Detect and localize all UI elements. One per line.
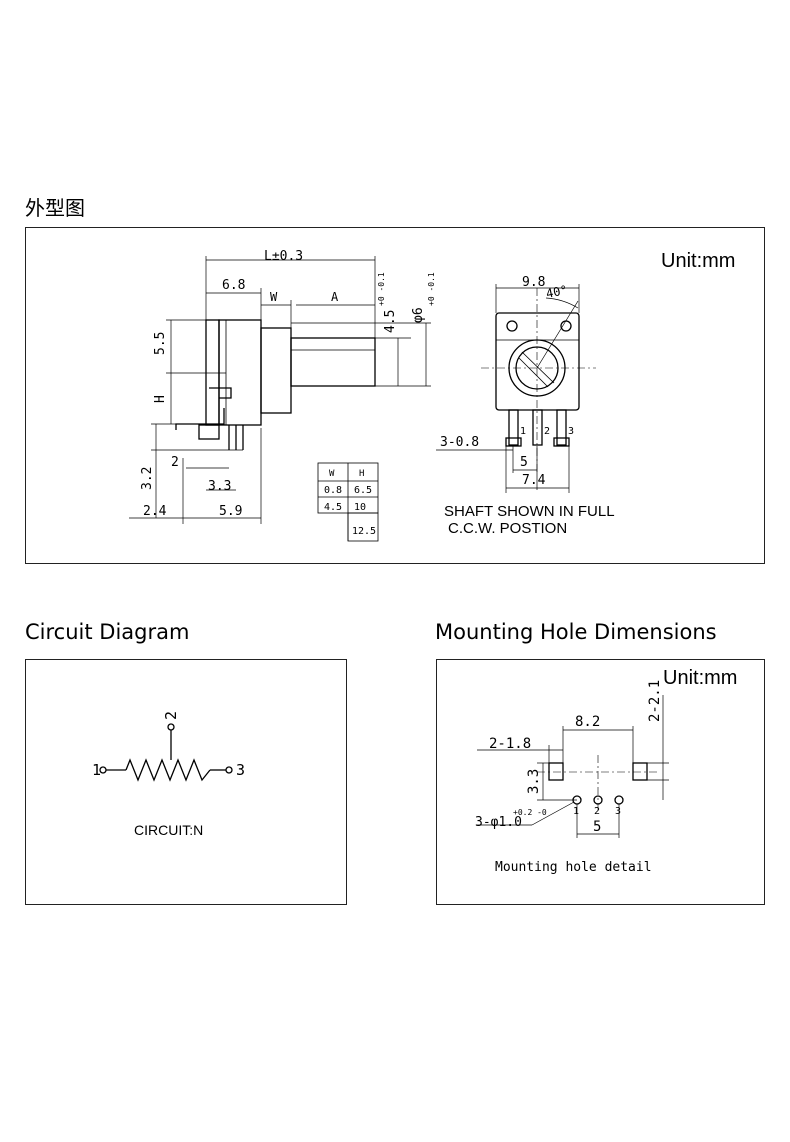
note-line-1: SHAFT SHOWN IN FULL (444, 503, 615, 520)
front-foot-1 (505, 437, 522, 447)
outline-drawing: L±0.3 6.8 W A 5.5 H 3.2 2 3.3 2.4 5.9 4.… (129, 249, 735, 542)
housing-body (218, 319, 262, 426)
pcb-hole-2 (593, 795, 603, 805)
resistor-zigzag (125, 758, 211, 782)
table-cell: 4.5 (324, 502, 342, 513)
pin-label-3: 3 (568, 426, 574, 437)
wh-table (317, 462, 379, 542)
bushing (260, 327, 292, 414)
note-line-2: C.C.W. POSTION (448, 520, 567, 537)
bracket-leg (209, 387, 232, 399)
mount-dim-2-2-1: 2-2.1 (647, 680, 663, 722)
dim-3-2: 3.2 (140, 467, 155, 490)
pcb-hole-3 (614, 795, 624, 805)
tol-4-5: +0 -0.1 (377, 272, 386, 306)
mount-slot-right (632, 762, 648, 781)
table-cell: 0.8 (324, 485, 342, 496)
circuit-pin-2: 2 (162, 711, 180, 720)
table-header-h: H (359, 469, 364, 479)
front-dimensions (436, 284, 580, 493)
outline-drawing-panel: L±0.3 6.8 W A 5.5 H 3.2 2 3.3 2.4 5.9 4.… (25, 227, 765, 564)
front-pin-3 (556, 409, 567, 446)
dim-pins: 3-0.8 (440, 435, 479, 450)
dim-5-9: 5.9 (219, 504, 242, 519)
terminal-left (175, 408, 225, 430)
dim-7-4: 7.4 (522, 473, 546, 488)
dim-a: A (331, 290, 339, 304)
table-header-w: W (329, 469, 335, 479)
side-view (175, 319, 376, 450)
dim-4-5: 4.5 (383, 310, 398, 333)
terminal-3 (225, 766, 233, 774)
mount-dim-holes-tol: +0.2 -0 (513, 808, 547, 817)
circuit-diagram-panel: 1 2 3 CIRCUIT:N (25, 659, 347, 905)
front-view (481, 288, 596, 473)
dim-length: L±0.3 (264, 249, 303, 264)
dim-angle: 40° (545, 283, 569, 301)
mount-hole-left (506, 320, 518, 332)
dim-h: H (153, 395, 168, 403)
table-cell: 6.5 (354, 485, 372, 496)
dim-phi-6: φ6 (411, 307, 426, 323)
mount-dimensions (477, 695, 669, 838)
front-pin-1 (508, 409, 519, 446)
outline-drawing-title: 外型图 (25, 196, 85, 220)
mount-dim-3-3: 3.3 (526, 769, 542, 794)
circuit-schematic: 1 2 3 CIRCUIT:N (92, 711, 245, 838)
dim-2-4: 2.4 (143, 504, 167, 519)
dim-2: 2 (171, 455, 179, 470)
pin-label-1: 1 (520, 426, 526, 437)
mount-pin-3: 3 (615, 806, 621, 817)
mounting-hole-drawing: Unit:mm 8.2 2-1.8 2-2.1 3.3 3-φ1.0 +0.2 … (475, 667, 737, 875)
table-cell: 10 (354, 502, 366, 513)
shaft (290, 337, 376, 387)
table-cell: 12.5 (352, 526, 376, 537)
terminal-block (198, 424, 220, 440)
mount-caption: Mounting hole detail (495, 860, 652, 875)
mount-unit-label: Unit:mm (663, 667, 737, 689)
circuit-label: CIRCUIT:N (134, 822, 203, 838)
mounting-hole-title: Mounting Hole Dimensions (435, 620, 717, 644)
circuit-pin-3: 3 (236, 761, 245, 779)
terminal-2 (167, 723, 175, 731)
dim-5-5: 5.5 (153, 332, 168, 355)
mount-dim-5: 5 (593, 819, 601, 835)
front-flange (205, 319, 220, 426)
dim-3-3: 3.3 (208, 479, 231, 494)
circuit-pin-1: 1 (92, 761, 101, 779)
dim-6-8: 6.8 (222, 278, 245, 293)
circuit-diagram-title: Circuit Diagram (25, 620, 190, 644)
mount-slot-left (548, 762, 564, 781)
tol-phi-6: +0 -0.1 (427, 272, 436, 306)
mount-pin-2: 2 (594, 806, 600, 817)
dim-w: W (270, 290, 278, 304)
side-dimensions (129, 256, 431, 524)
mount-dim-8-2: 8.2 (575, 714, 600, 730)
pin-label-2: 2 (544, 426, 550, 437)
front-pin-2 (532, 409, 543, 446)
dim-9-8: 9.8 (522, 275, 545, 290)
mount-dim-2-1-8: 2-1.8 (489, 736, 531, 752)
mount-dim-holes: 3-φ1.0 (475, 815, 522, 830)
mounting-hole-panel: Unit:mm 8.2 2-1.8 2-2.1 3.3 3-φ1.0 +0.2 … (436, 659, 765, 905)
dim-5: 5 (520, 455, 528, 470)
front-foot-3 (553, 437, 570, 447)
unit-label: Unit:mm (661, 250, 735, 272)
mount-pin-1: 1 (573, 806, 579, 817)
